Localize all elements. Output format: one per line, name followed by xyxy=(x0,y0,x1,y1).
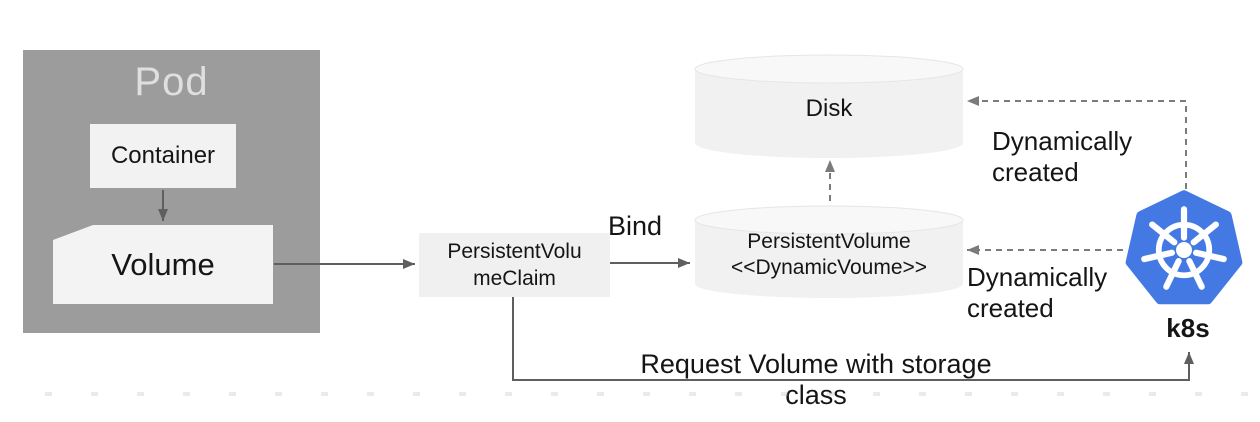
pod-title: Pod xyxy=(134,60,209,104)
volume-label: Volume xyxy=(111,247,215,282)
dynamically-created-label-top: Dynamically created xyxy=(992,126,1133,187)
dynamically-created-label-bottom: Dynamically created xyxy=(967,262,1108,323)
pvc-box: PersistentVolu meClaim xyxy=(419,233,610,297)
pv-label-line1: PersistentVolume xyxy=(747,230,911,253)
cropped-text-artifacts xyxy=(45,392,1250,396)
request-volume-label: Request Volume with storage class xyxy=(640,349,992,410)
bind-edge-label: Bind xyxy=(608,211,663,241)
kubernetes-logo-icon xyxy=(1125,190,1243,305)
pvc-label-line1: PersistentVolu xyxy=(447,240,582,263)
pv-label-line2: <<DynamicVoume>> xyxy=(730,256,928,279)
k8s-helm-wheel xyxy=(1141,206,1227,290)
persistent-volume-label: PersistentVolume <<DynamicVoume>> xyxy=(695,229,963,281)
k8s-label: k8s xyxy=(1166,313,1210,343)
container-box: Container xyxy=(90,124,236,188)
disk-label: Disk xyxy=(805,95,853,122)
container-label: Container xyxy=(110,142,216,169)
k8s-wheel-hub xyxy=(1176,242,1192,258)
pvc-label-line2: meClaim xyxy=(473,267,556,290)
